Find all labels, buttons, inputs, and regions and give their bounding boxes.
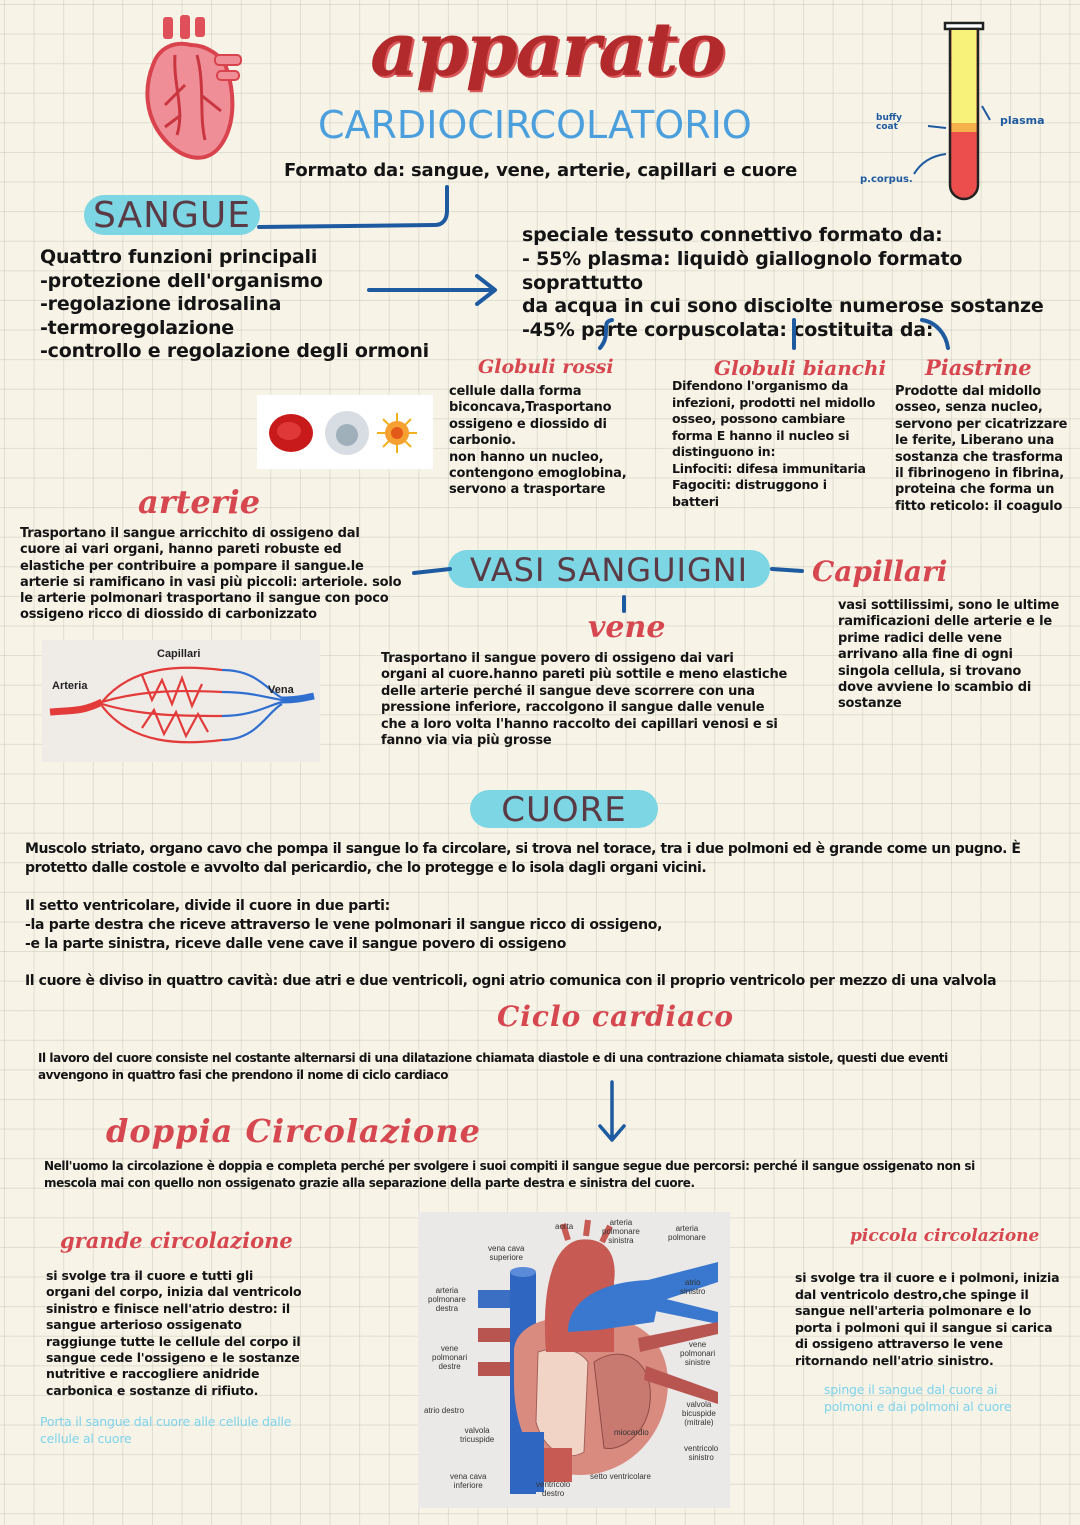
label-vene-polmonari-sinistre: vene polmonari sinistre: [680, 1340, 716, 1368]
label-aorta: aorta: [555, 1222, 574, 1231]
cuore-description-3: Il cuore è diviso in quattro cavità: due…: [25, 973, 997, 989]
capillari-title: Capillari: [812, 555, 948, 588]
piastrine-title: Piastrine: [925, 355, 1032, 380]
test-tube-illustration: [940, 20, 990, 215]
piccola-circolazione-note: spinge il sangue dal cuore ai polmoni e …: [824, 1382, 1012, 1414]
sangue-composition-text: speciale tessuto connettivo formato da: …: [522, 224, 1044, 342]
arterie-text: Trasportano il sangue arricchito di ossi…: [20, 526, 402, 623]
label-ventricolo-sinistro: ventricolo sinistro: [684, 1444, 719, 1463]
formed-by-text: Formato da: sangue, vene, arterie, capil…: [284, 160, 798, 181]
arrow-down-icon: [598, 1080, 626, 1142]
capillary-diagram-right-label: Vena: [268, 684, 294, 696]
globuli-rossi-text: cellule dalla forma biconcava,Trasportan…: [449, 384, 627, 498]
capillary-diagram-left-label: Arteria: [52, 680, 88, 692]
vene-text: Trasportano il sangue povero di ossigeno…: [381, 651, 788, 749]
sangue-functions-text: Quattro funzioni principali -protezione …: [40, 246, 429, 362]
connector-line: [257, 185, 449, 229]
capillary-network-diagram: [42, 640, 320, 762]
page-title: apparato: [370, 7, 726, 93]
doppia-circolazione-text: Nell'uomo la circolazione è doppia e com…: [44, 1159, 975, 1190]
label-setto-ventricolare: setto ventricolare: [590, 1472, 651, 1481]
plasma-label: plasma: [1000, 114, 1045, 127]
capillari-text: vasi sottilissimi, sono le ultime ramifi…: [838, 598, 1060, 712]
heart-illustration: [135, 15, 247, 165]
doppia-circolazione-title: doppia Circolazione: [106, 1112, 481, 1150]
ciclo-cardiaco-title: Ciclo cardiaco: [497, 1000, 735, 1033]
test-tube-leader-lines: [913, 105, 991, 175]
corpus-label: p.corpus.: [860, 174, 913, 185]
label-vena-cava-inferiore: vena cava inferiore: [450, 1472, 487, 1491]
blood-cells-image: [257, 395, 433, 469]
grande-circolazione-title: grande circolazione: [60, 1228, 293, 1253]
piccola-circolazione-title: piccola circolazione: [850, 1226, 1040, 1246]
page-subtitle: CARDIOCIRCOLATORIO: [318, 103, 752, 147]
label-valvola-tricuspide: valvola tricuspide: [460, 1426, 495, 1445]
capillary-diagram-top-label: Capillari: [157, 648, 201, 660]
section-pill-sangue: SANGUE: [84, 195, 260, 236]
globuli-bianchi-text: Difendono l'organismo da infezioni, prod…: [672, 378, 876, 509]
label-valvola-bicuspide: valvola bicuspide (mitrale): [682, 1400, 716, 1428]
ciclo-cardiaco-text: Il lavoro del cuore consiste nel costant…: [38, 1051, 948, 1082]
buffy-coat-label: buffy coat: [876, 113, 903, 132]
label-arteria-polmonare-destra: arteria polmonare destra: [428, 1286, 466, 1314]
globuli-bianchi-title: Globuli bianchi: [714, 356, 887, 380]
label-miocardio: miocardio: [614, 1428, 649, 1437]
grande-circolazione-note: Porta il sangue dal cuore alle cellule d…: [40, 1414, 292, 1446]
label-vene-polmonari-destre: vene polmonari destre: [432, 1344, 468, 1372]
label-arteria-polmonare: arteria polmonare: [668, 1224, 706, 1243]
vasi-connectors: [412, 567, 804, 613]
label-vena-cava-superiore: vena cava superiore: [488, 1244, 525, 1263]
label-atrio-sinistro: atrio sinistro: [680, 1278, 706, 1297]
branch-connectors: [598, 318, 950, 350]
globuli-rossi-title: Globuli rossi: [478, 356, 614, 378]
label-ventricolo-destro: ventricolo destro: [536, 1480, 571, 1499]
section-pill-vasi: VASI SANGUIGNI: [448, 550, 770, 589]
heart-anatomy-diagram: aorta arteria polmonare sinistra arteria…: [418, 1212, 730, 1508]
arterie-title: arterie: [138, 483, 261, 521]
vene-title: vene: [588, 610, 666, 645]
grande-circolazione-text: si svolge tra il cuore e tutti gli organ…: [46, 1268, 302, 1398]
cuore-description-1: Muscolo striato, organo cavo che pompa i…: [25, 841, 1021, 876]
label-arteria-polmonare-sinistra: arteria polmonare sinistra: [602, 1218, 640, 1246]
cuore-description-2: Il setto ventricolare, divide il cuore i…: [25, 898, 663, 952]
piccola-circolazione-text: si svolge tra il cuore e i polmoni, iniz…: [795, 1270, 1060, 1368]
arrow-right-icon: [367, 274, 497, 306]
label-atrio-destro: atrio destro: [424, 1406, 465, 1415]
section-pill-cuore: CUORE: [470, 790, 658, 830]
piastrine-text: Prodotte dal midollo osseo, senza nucleo…: [895, 384, 1068, 514]
